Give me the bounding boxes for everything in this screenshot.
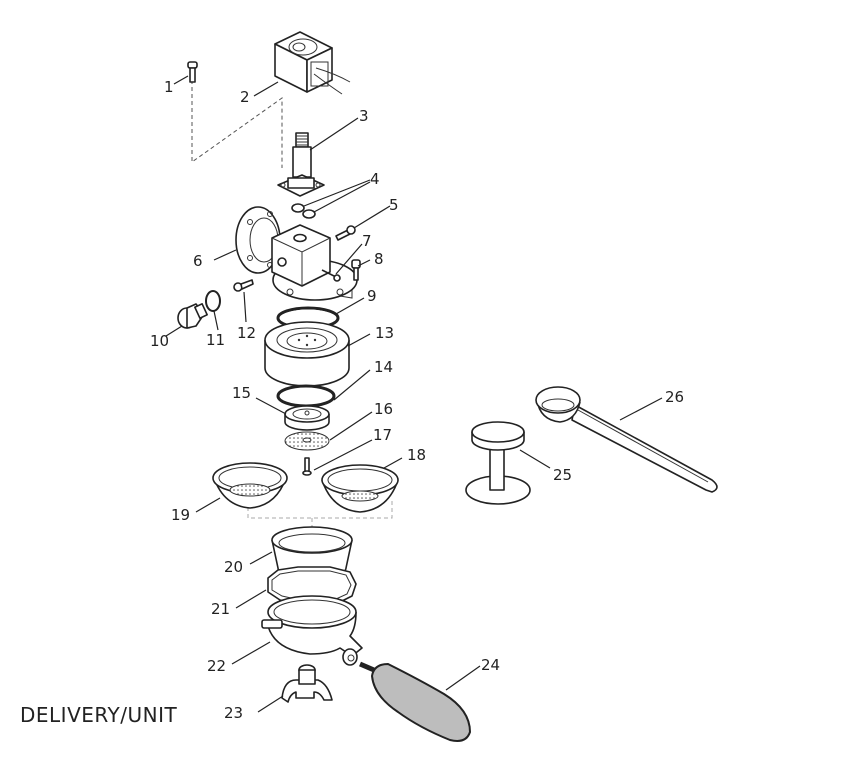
- part-8-allen-screw[interactable]: [351, 259, 361, 281]
- label-part-22: 22: [207, 657, 226, 675]
- part-15-diffuser[interactable]: [284, 405, 330, 431]
- leader-lines: [165, 75, 663, 713]
- label-part-16: 16: [374, 400, 393, 418]
- part-4-o-rings[interactable]: [291, 203, 316, 219]
- label-part-15: 15: [232, 384, 251, 402]
- label-part-5: 5: [389, 196, 399, 214]
- part-17-screen-screw[interactable]: [302, 457, 312, 476]
- part-22-portafilter[interactable]: [261, 595, 363, 666]
- label-part-17: 17: [373, 426, 392, 444]
- label-part-6: 6: [193, 252, 203, 270]
- diagram-title: DELIVERY/UNIT: [20, 703, 177, 727]
- label-part-14: 14: [374, 358, 393, 376]
- part-16-shower-screen[interactable]: [284, 431, 330, 451]
- part-5-screw[interactable]: [335, 225, 356, 241]
- part-23-spout[interactable]: [281, 664, 333, 703]
- label-part-11: 11: [206, 331, 225, 349]
- label-part-4: 4: [370, 170, 380, 188]
- label-part-9: 9: [367, 287, 377, 305]
- label-part-26: 26: [665, 388, 684, 406]
- label-part-10: 10: [150, 332, 169, 350]
- part-26-measuring-spoon[interactable]: [535, 386, 718, 493]
- label-part-19: 19: [171, 506, 190, 524]
- part-3-solenoid-valve-stem[interactable]: [277, 132, 325, 197]
- label-part-3: 3: [359, 107, 369, 125]
- label-part-21: 21: [211, 600, 230, 618]
- label-part-1: 1: [164, 78, 174, 96]
- label-part-2: 2: [240, 88, 250, 106]
- label-part-23: 23: [224, 704, 243, 722]
- part-11-o-ring[interactable]: [205, 290, 221, 312]
- label-part-20: 20: [224, 558, 243, 576]
- part-18-filter-basket-double[interactable]: [321, 464, 399, 513]
- label-part-12: 12: [237, 324, 256, 342]
- part-25-tamper[interactable]: [465, 421, 531, 505]
- part-12-screw[interactable]: [233, 279, 254, 292]
- part-13-shower-holder[interactable]: [264, 321, 350, 387]
- part-7-pin[interactable]: [321, 269, 341, 282]
- part-labels: 1 2 3 4 5 6 7 8 9 10 11 12 13 14 15 16 1…: [150, 78, 684, 722]
- label-part-13: 13: [375, 324, 394, 342]
- label-part-18: 18: [407, 446, 426, 464]
- part-19-filter-basket-single[interactable]: [212, 462, 288, 509]
- part-6-group-head-body[interactable]: [235, 206, 358, 301]
- label-part-7: 7: [362, 232, 372, 250]
- part-1-screw[interactable]: [187, 61, 198, 83]
- label-part-24: 24: [481, 656, 500, 674]
- label-part-8: 8: [374, 250, 384, 268]
- part-21-spring-clip[interactable]: [267, 566, 357, 605]
- part-14-gasket[interactable]: [276, 384, 336, 408]
- part-10-plug[interactable]: [177, 303, 208, 329]
- label-part-25: 25: [553, 466, 572, 484]
- part-2-solenoid-coil[interactable]: [274, 31, 351, 95]
- part-24-handle[interactable]: [359, 661, 472, 742]
